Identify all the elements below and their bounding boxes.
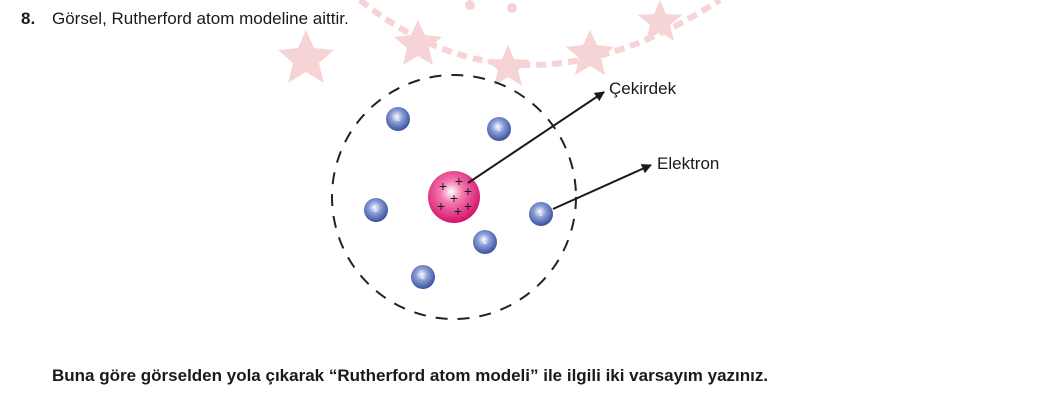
electron: - [386,107,410,131]
electron: - [473,230,497,254]
nucleus-charge: + [437,198,445,214]
electron-charge: - [421,270,425,284]
electron-charge: - [539,207,543,221]
electron: - [487,117,511,141]
nucleus-arrow [467,91,605,184]
electron: - [529,202,553,226]
electron-charge: - [396,112,400,126]
electron-charge: - [497,122,501,136]
nucleus-label: Çekirdek [609,79,677,98]
nucleus: + + + + + + + [428,171,480,223]
electron: - [411,265,435,289]
electrons: - - - - - - [364,107,553,289]
nucleus-charge: + [454,203,462,219]
question-number: 8. [21,9,36,28]
nucleus-charge: + [464,183,472,199]
electron-charge: - [483,235,487,249]
electron: - [364,198,388,222]
nucleus-charge: + [464,198,472,214]
nucleus-charge: + [450,190,458,206]
question-prompt: Buna göre görselden yola çıkarak “Ruther… [52,366,769,385]
atom-boundary [331,74,577,320]
electron-charge: - [374,203,378,217]
nucleus-charge: + [455,173,463,189]
nucleus-charge: + [439,178,447,194]
electron-label: Elektron [657,154,720,173]
question-text: Görsel, Rutherford atom modeline aittir. [52,9,349,28]
electron-arrow [552,164,652,210]
